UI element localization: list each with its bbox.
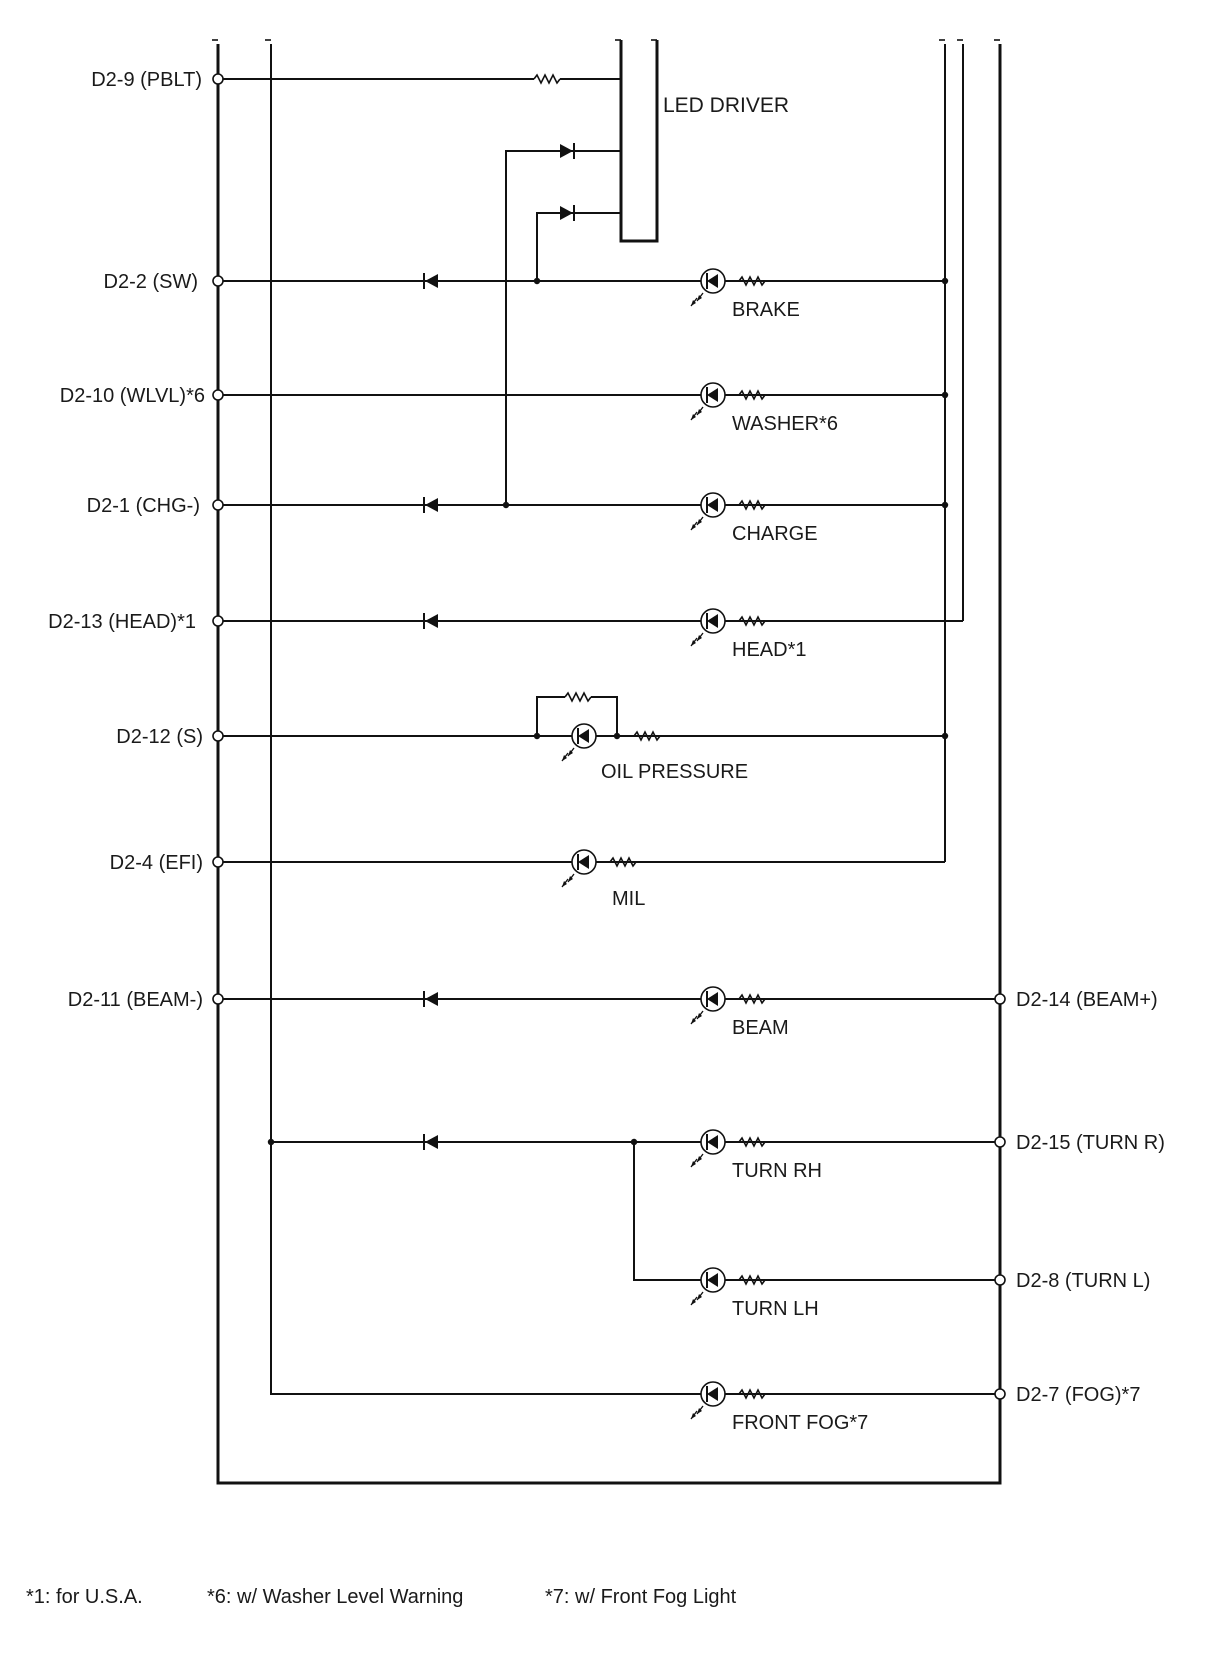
pin-label-right: D2-7 (FOG)*7 xyxy=(1016,1384,1140,1406)
row-washer xyxy=(218,391,949,399)
row-turn-rh xyxy=(267,1133,1000,1151)
pin-label-left: D2-4 (EFI) xyxy=(110,852,203,874)
led-driver-block xyxy=(619,40,659,243)
pin-label-left: D2-2 (SW) xyxy=(104,271,198,293)
lamp-label: BRAKE xyxy=(732,299,800,321)
lamp-label: BEAM xyxy=(732,1017,789,1039)
footnote: *6: w/ Washer Level Warning xyxy=(207,1586,463,1608)
ground-frame xyxy=(216,44,1002,1485)
row-charge xyxy=(218,496,949,514)
row-beam xyxy=(218,990,1000,1008)
row-pblt xyxy=(218,74,621,84)
pin-label-left: D2-11 (BEAM-) xyxy=(68,989,203,1011)
pin-label-right: D2-8 (TURN L) xyxy=(1016,1270,1150,1292)
driver-diodes xyxy=(505,142,621,505)
lamp-label: WASHER*6 xyxy=(732,413,838,435)
footnote: *7: w/ Front Fog Light xyxy=(545,1586,737,1608)
row-turn-lh xyxy=(633,1142,1000,1281)
lamp-oil-pressure xyxy=(561,723,661,762)
lamp-label: MIL xyxy=(612,888,645,910)
row-brake xyxy=(218,272,949,290)
row-head xyxy=(218,612,963,630)
pin-label-left: D2-10 (WLVL)*6 xyxy=(60,385,205,407)
pin-label-right: D2-15 (TURN R) xyxy=(1016,1132,1165,1154)
pin-label-left: D2-1 (CHG-) xyxy=(87,495,200,517)
lamp-label: TURN LH xyxy=(732,1298,819,1320)
lamp-label: OIL PRESSURE xyxy=(601,761,748,783)
pin-label-left: D2-9 (PBLT) xyxy=(91,69,202,91)
lamp-label: FRONT FOG*7 xyxy=(732,1412,868,1434)
led-driver-label: LED DRIVER xyxy=(663,94,789,117)
pin-label-right: D2-14 (BEAM+) xyxy=(1016,989,1158,1011)
lamp-label: CHARGE xyxy=(732,523,818,545)
right-terminals xyxy=(994,993,1006,1400)
left-terminals xyxy=(212,73,224,1005)
lamp-mil xyxy=(561,849,637,888)
footnote: *1: for U.S.A. xyxy=(26,1586,143,1608)
lamp-label: TURN RH xyxy=(732,1160,822,1182)
pin-label-left: D2-13 (HEAD)*1 xyxy=(48,611,196,633)
bus-left-inner xyxy=(270,44,697,1395)
pin-label-left: D2-12 (S) xyxy=(116,726,203,748)
lamp-label: HEAD*1 xyxy=(732,639,806,661)
